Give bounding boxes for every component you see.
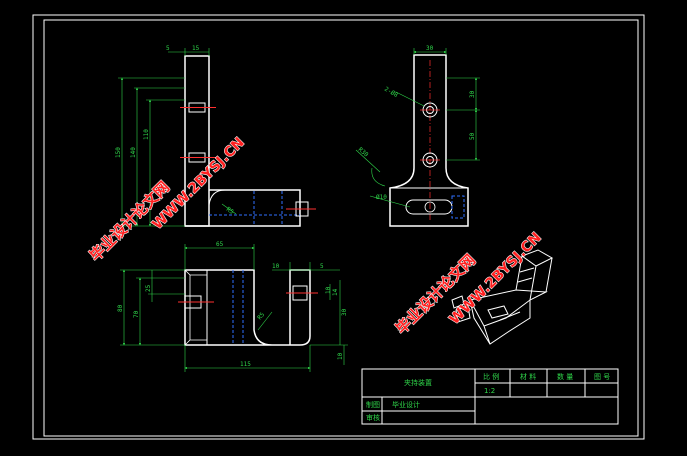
dim-top-70: 70 (133, 310, 140, 318)
side-view-outline (389, 54, 469, 227)
dim-top-80: 80 (117, 304, 124, 312)
side-hole-lower (420, 152, 440, 168)
iso-slot (487, 305, 509, 319)
dim-top-14: 14 (332, 288, 339, 296)
dim-top-10-top: 10 (272, 263, 280, 270)
title-part-name: 夹持装置 (404, 378, 432, 387)
dim-side-dia-10: Ø10 (376, 194, 387, 201)
dim-front-height-110: 110 (143, 129, 150, 140)
outer-sheet-border (32, 14, 645, 440)
top-view-outline (184, 269, 311, 346)
iso-upright (515, 249, 554, 301)
front-view: 5 15 150 140 110 R5 (115, 45, 316, 227)
dim-top-25: 25 (145, 284, 152, 292)
title-drawn-value: 毕业设计 (392, 400, 420, 409)
dim-top-30: 30 (341, 308, 348, 316)
isometric-view (451, 249, 554, 345)
dim-side-dia-holes: 2-Ø8 (383, 86, 399, 99)
top-bolt-right (286, 285, 318, 301)
dim-top-115: 115 (240, 361, 251, 368)
front-bolt-base (286, 201, 316, 217)
title-header-material: 材 料 (520, 372, 536, 381)
iso-bolt (451, 295, 471, 323)
iso-base (469, 289, 548, 345)
dim-front-height-150: 150 (115, 147, 122, 158)
front-bolt-upper (180, 102, 216, 113)
watermark-site-name: 毕业设计论文网 (392, 251, 479, 338)
title-header-drawing-no: 图 号 (594, 373, 610, 381)
dim-front-top-b: 15 (192, 45, 200, 52)
title-header-quantity: 数 量 (557, 372, 573, 381)
title-block (361, 368, 619, 425)
side-slot (405, 195, 465, 219)
dim-top-r5: R5 (256, 311, 266, 321)
side-view: 30 2-Ø8 30 50 R30 Ø10 (355, 45, 480, 227)
front-bolt-lower (180, 152, 216, 163)
title-checked-label: 审核 (366, 413, 380, 422)
front-view-base (185, 189, 301, 227)
top-bolt-left (178, 295, 214, 309)
inner-drawing-frame (43, 19, 639, 437)
title-drawn-label: 制图 (366, 400, 380, 409)
dim-side-30: 30 (469, 90, 476, 98)
dim-top-10-right: 10 (325, 286, 332, 294)
title-scale-value: 1:2 (484, 387, 495, 395)
top-view: 65 80 70 25 115 10 5 10 14 30 R5 10 (117, 241, 348, 372)
title-header-scale: 比 例 (483, 372, 499, 381)
dim-front-radius: R5 (225, 206, 235, 216)
iso-detail (499, 267, 535, 321)
dim-front-top-a: 5 (166, 45, 170, 52)
side-hole-upper (420, 102, 440, 118)
dim-top-10-bottom: 10 (337, 352, 344, 360)
dim-side-top-width: 30 (426, 45, 434, 52)
dim-top-65: 65 (216, 241, 224, 248)
dim-side-r30: R30 (357, 146, 370, 159)
dim-top-5: 5 (320, 263, 324, 270)
front-view-fillet (208, 189, 226, 206)
dim-side-50: 50 (469, 132, 476, 140)
dim-front-height-140: 140 (130, 147, 137, 158)
